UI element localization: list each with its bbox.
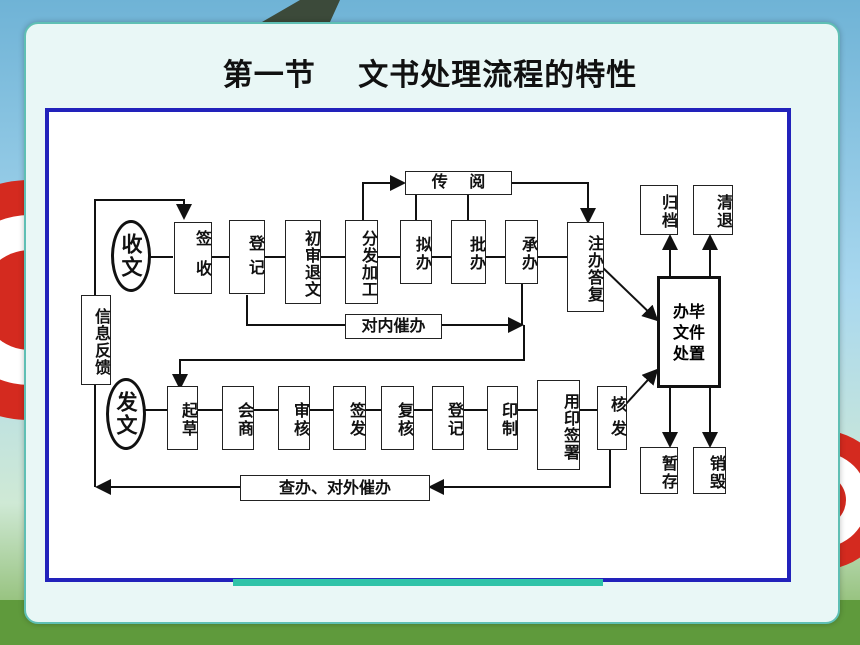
seal-sign-node: 用印签署	[537, 380, 580, 470]
initial-review-node: 初审退文	[285, 220, 321, 304]
temp-store-node: 暂存	[640, 447, 678, 494]
accent-bar	[233, 579, 603, 586]
undertake-node: 承办	[505, 220, 538, 284]
draft-handling-node: 拟办	[400, 220, 432, 284]
circulate-node: 传 阅	[405, 171, 512, 195]
draft-node: 起草	[167, 386, 198, 450]
return-node: 清退	[693, 185, 733, 235]
archive-node: 归档	[640, 185, 678, 235]
center-line-2: 文件	[672, 322, 705, 342]
consult-node: 会商	[222, 386, 254, 450]
distribute-node: 分发加工	[345, 220, 378, 304]
register-node: 登记	[229, 220, 265, 294]
destroy-node: 销毁	[693, 447, 726, 494]
register2-node: 登记	[432, 386, 464, 450]
receive-doc-node: 收文	[111, 220, 151, 292]
reply-node: 注办答复	[567, 222, 604, 312]
sign-issue-node: 签发	[333, 386, 366, 450]
center-line-3: 处置	[672, 343, 705, 363]
issue-doc-node: 发文	[106, 378, 146, 450]
completion-disposal-node: 办毕 文件 处置	[657, 276, 721, 388]
print-node: 印制	[487, 386, 518, 450]
verify-issue-node: 核发	[597, 386, 627, 450]
page-title: 第一节 文书处理流程的特性	[222, 58, 638, 93]
sign-receive-node: 签收	[174, 222, 212, 294]
recheck-node: 复核	[381, 386, 414, 450]
external-urge-node: 查办、对外催办	[240, 475, 430, 501]
info-feedback-node: 信息反馈	[81, 295, 111, 385]
internal-urge-node: 对内催办	[345, 314, 442, 339]
approve-node: 批办	[451, 220, 486, 284]
audit-node: 审核	[278, 386, 310, 450]
center-line-1: 办毕	[672, 301, 705, 321]
